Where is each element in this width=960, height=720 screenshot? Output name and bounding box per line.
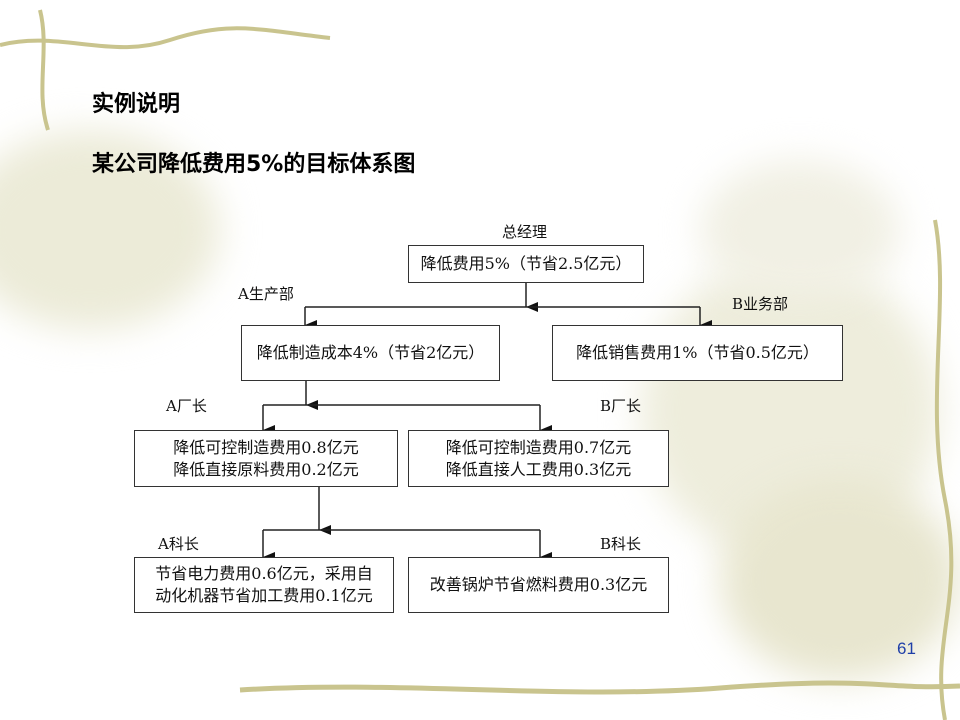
node-dept-a: 降低制造成本4%（节省2亿元） — [241, 325, 500, 381]
background-flower — [0, 130, 220, 330]
role-label-general-manager: 总经理 — [502, 223, 548, 241]
node-text: 改善锅炉节省燃料费用0.3亿元 — [429, 575, 648, 594]
role-label-section-a: A科长 — [158, 535, 199, 553]
node-text-line: 动化机器节省加工费用0.1亿元 — [155, 586, 373, 605]
node-factory-a: 降低可控制造费用0.8亿元 降低直接原料费用0.2亿元 — [134, 430, 398, 487]
node-text-line: 降低可控制造费用0.7亿元 — [445, 437, 632, 457]
role-label-dept-a: A生产部 — [238, 285, 294, 303]
role-label-factory-b: B厂长 — [600, 397, 642, 415]
node-factory-b: 降低可控制造费用0.7亿元 降低直接人工费用0.3亿元 — [408, 430, 669, 487]
page-number: 61 — [897, 639, 916, 658]
background-flower — [700, 160, 900, 300]
node-text: 降低制造成本4%（节省2亿元） — [256, 343, 485, 362]
node-text-line: 降低直接人工费用0.3亿元 — [445, 459, 632, 479]
slide-heading: 实例说明 — [92, 92, 181, 117]
node-text: 降低费用5%（节省2.5亿元） — [420, 254, 632, 273]
node-section-b: 改善锅炉节省燃料费用0.3亿元 — [408, 557, 669, 613]
node-root: 降低费用5%（节省2.5亿元） — [408, 245, 644, 283]
background-flower — [720, 480, 960, 680]
node-text: 降低销售费用1%（节省0.5亿元） — [576, 343, 819, 362]
node-text-line: 节省电力费用0.6亿元，采用自 — [155, 564, 373, 583]
node-text-line: 降低直接原料费用0.2亿元 — [173, 459, 359, 479]
role-label-dept-b: B业务部 — [732, 295, 789, 313]
role-label-section-b: B科长 — [600, 535, 642, 553]
role-label-factory-a: A厂长 — [166, 397, 207, 415]
node-text-line: 降低可控制造费用0.8亿元 — [173, 437, 359, 457]
slide-subtitle: 某公司降低费用5%的目标体系图 — [92, 152, 416, 177]
node-section-a: 节省电力费用0.6亿元，采用自 动化机器节省加工费用0.1亿元 — [134, 557, 394, 613]
node-dept-b: 降低销售费用1%（节省0.5亿元） — [552, 325, 843, 381]
